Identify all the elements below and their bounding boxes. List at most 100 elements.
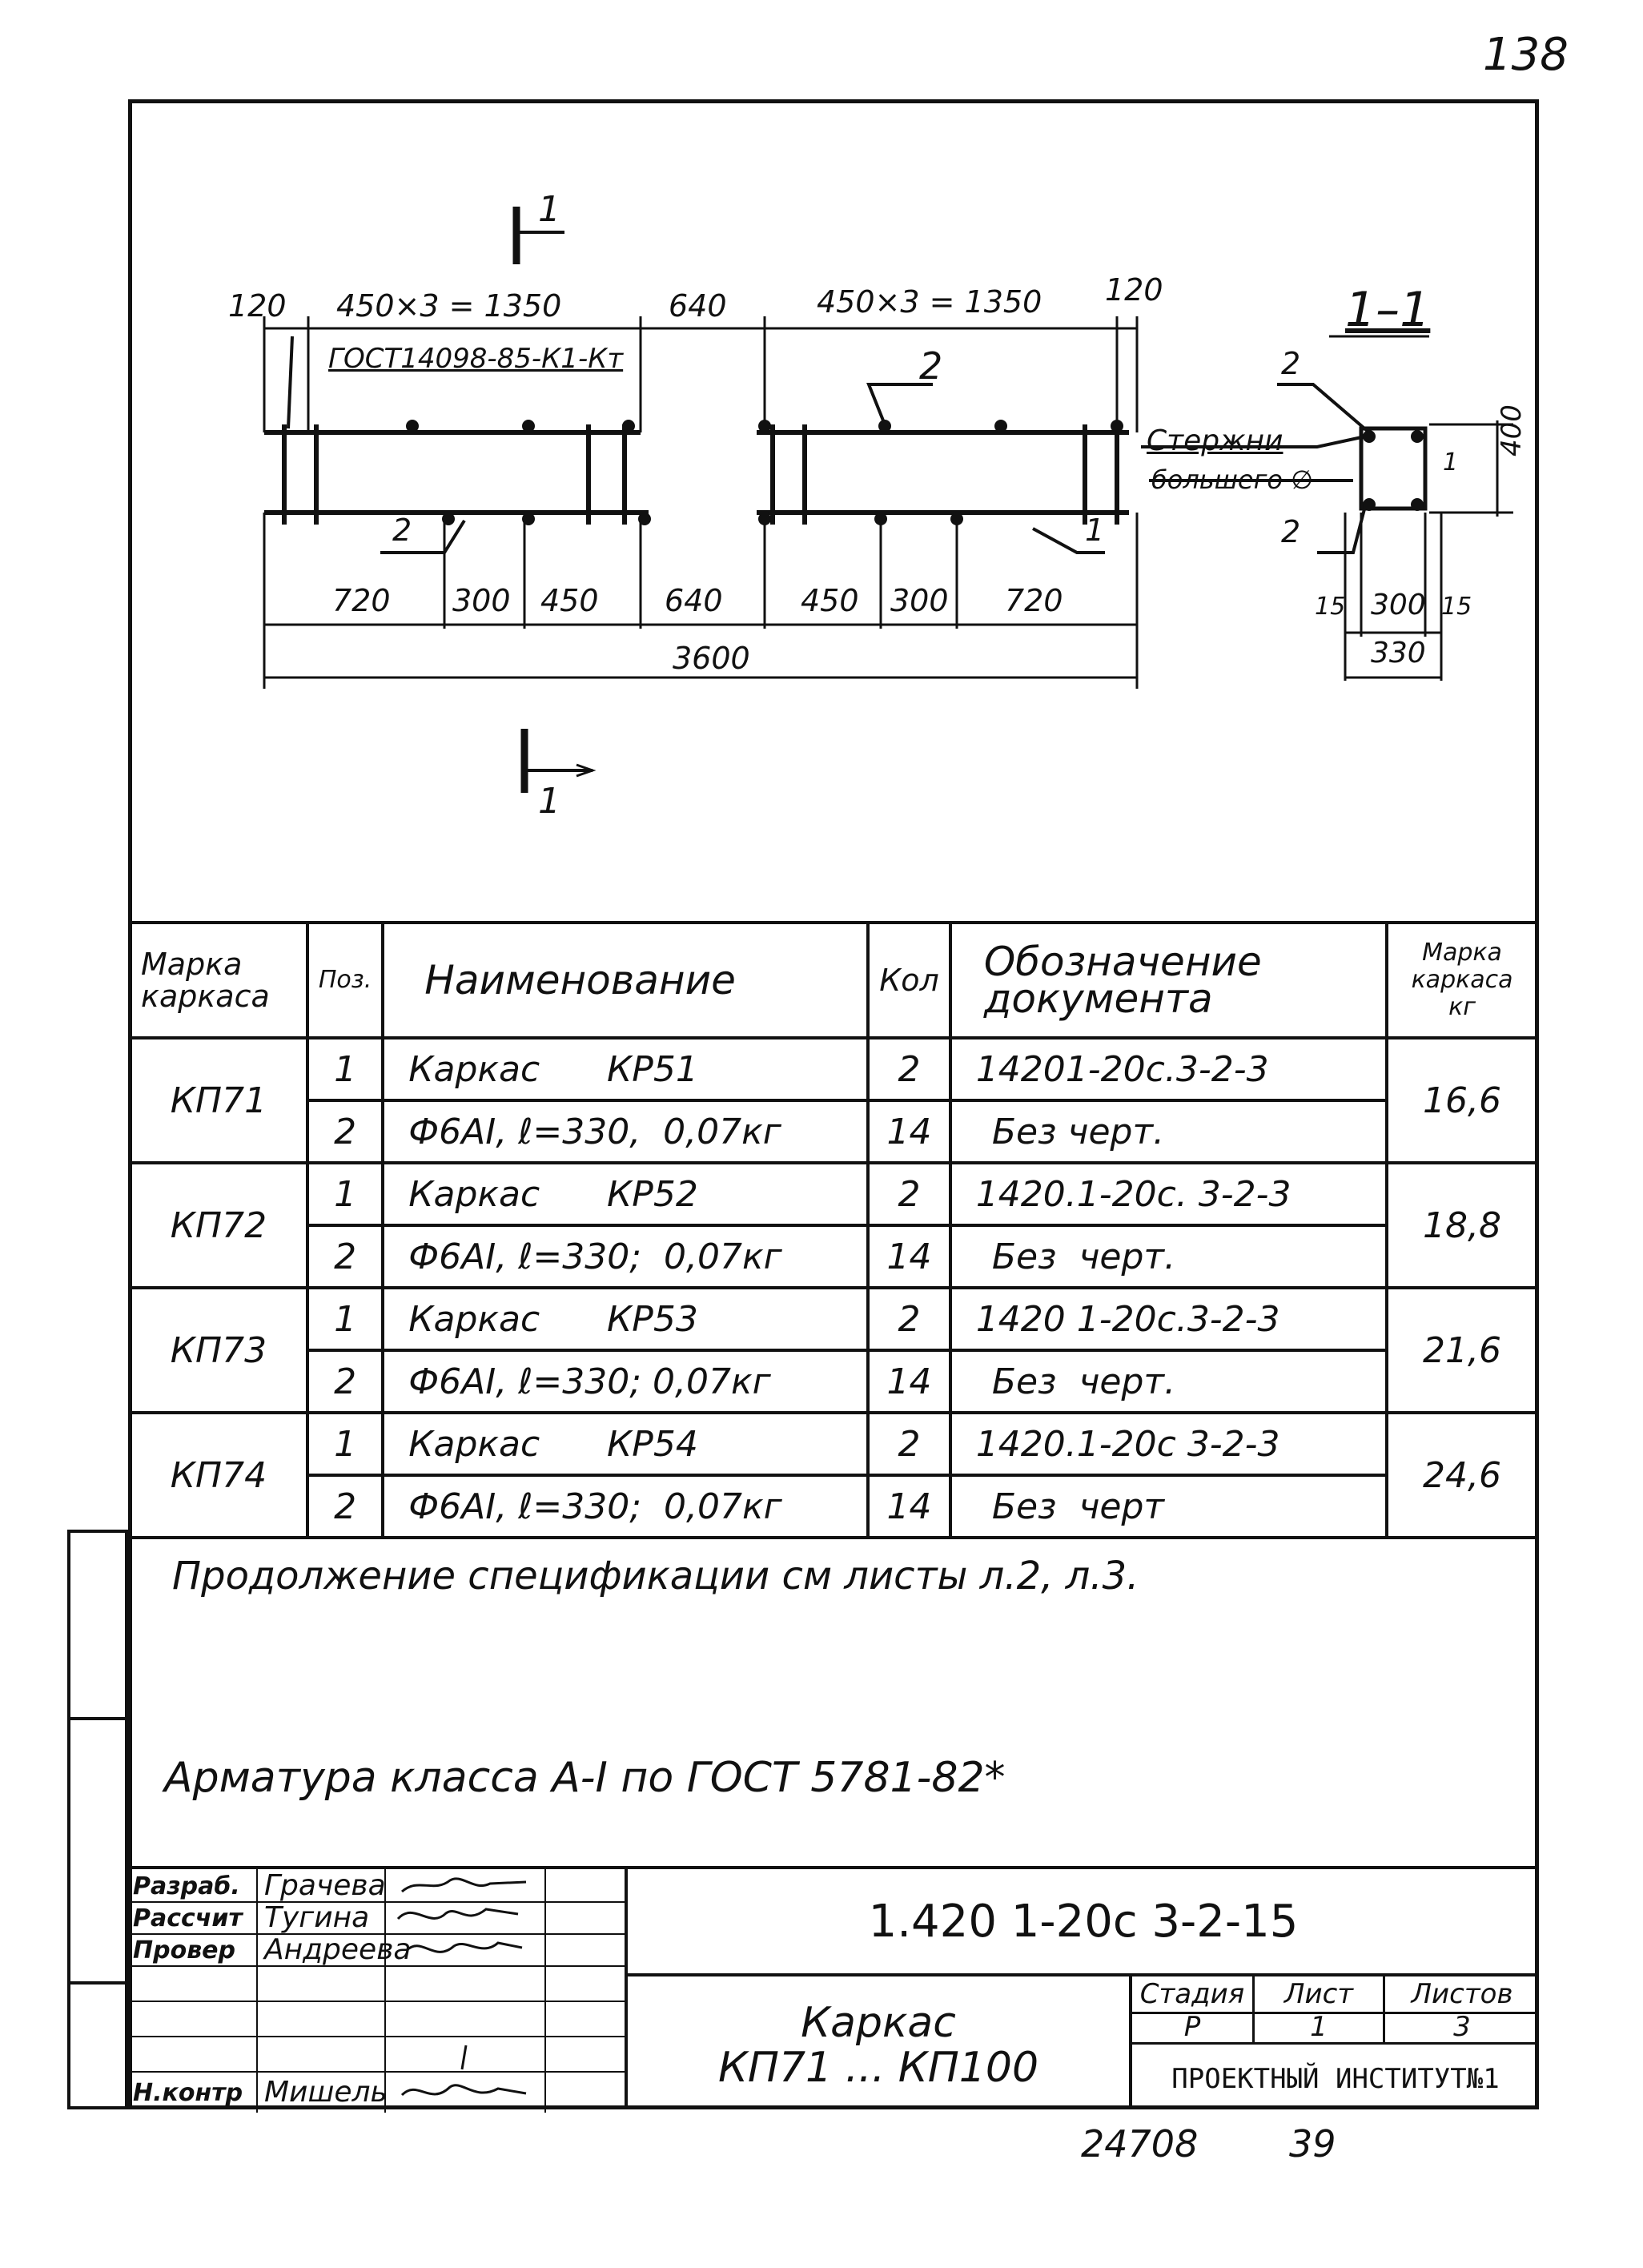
dim-top-2: 450×3 = 1350 bbox=[336, 288, 562, 324]
header-mark: Марка каркаса bbox=[128, 921, 309, 1040]
name-calculator: Тугина bbox=[264, 1901, 370, 1934]
pos-label-bottom-right: 1 bbox=[1085, 513, 1105, 548]
page-number: 39 bbox=[1289, 2122, 1336, 2165]
row-mass: 16,6 bbox=[1385, 1036, 1539, 1164]
row-name: Ф6АI, ℓ=330; 0,07кг bbox=[381, 1349, 870, 1414]
table-row: КП71 1 Каркас КР51 2 14201-20с.3-2-3 16,… bbox=[128, 1036, 1539, 1164]
row-mass: 21,6 bbox=[1385, 1286, 1539, 1414]
role-calculator: Рассчит bbox=[133, 1904, 243, 1932]
table-row: КП73 1 Каркас КР53 2 1420 1-20с.3-2-3 21… bbox=[128, 1286, 1539, 1414]
dim-top-5: 120 bbox=[1105, 272, 1163, 308]
drawing-title: Каркас КП71 ... КП100 bbox=[625, 1973, 1129, 2109]
dim-bottom-1: 720 bbox=[332, 583, 391, 618]
section-label-rods: Стержни bbox=[1147, 424, 1283, 457]
section-title: 1–1 bbox=[1345, 282, 1431, 338]
row-qty: 14 bbox=[866, 1099, 952, 1164]
row-mark: КП72 bbox=[128, 1161, 309, 1289]
binding-strip bbox=[67, 1530, 128, 2109]
row-name: Каркас КР53 bbox=[381, 1286, 870, 1352]
section-height: 400 bbox=[1496, 404, 1528, 456]
section-dim-2: 300 bbox=[1371, 589, 1426, 621]
spec-header-row: Марка каркаса Поз. Наименование Кол Обоз… bbox=[128, 921, 1539, 1040]
header-doc: Обозначение документа bbox=[948, 921, 1389, 1040]
note-armature: Арматура класса А-I по ГОСТ 5781-82* bbox=[164, 1754, 1006, 1802]
header-pos: Поз. bbox=[305, 921, 385, 1040]
spec-table: Марка каркаса Поз. Наименование Кол Обоз… bbox=[128, 921, 1539, 1539]
dim-bottom-6: 300 bbox=[890, 583, 949, 618]
row-mass: 18,8 bbox=[1385, 1161, 1539, 1289]
dim-total-length: 3600 bbox=[673, 641, 750, 676]
section-width: 330 bbox=[1371, 637, 1426, 670]
stage-block: Стадия Лист Листов Р 1 3 ПРОЕКТНЫЙ ИНСТИ… bbox=[1129, 1973, 1539, 2109]
row-doc: 1420.1-20с 3-2-3 bbox=[948, 1411, 1389, 1477]
sheet-value: 1 bbox=[1255, 2011, 1385, 2043]
section-pos-1: 1 bbox=[1443, 448, 1459, 477]
header-mass: Марка каркаса кг bbox=[1385, 921, 1539, 1040]
row-pos: 2 bbox=[305, 1349, 385, 1414]
row-qty: 14 bbox=[866, 1474, 952, 1539]
sheets-value: 3 bbox=[1453, 2011, 1471, 2043]
inventory-number: 24708 bbox=[1081, 2122, 1199, 2165]
row-pos: 1 bbox=[305, 1161, 385, 1227]
row-pos: 1 bbox=[305, 1411, 385, 1477]
dim-bottom-5: 450 bbox=[801, 583, 859, 618]
row-mass: 24,6 bbox=[1385, 1411, 1539, 1539]
section-dim-1: 15 bbox=[1315, 593, 1346, 621]
row-pos: 1 bbox=[305, 1036, 385, 1102]
row-name: Ф6АI, ℓ=330; 0,07кг bbox=[381, 1474, 870, 1539]
row-pos: 2 bbox=[305, 1099, 385, 1164]
row-doc: Без черт. bbox=[948, 1224, 1389, 1289]
row-mark: КП73 bbox=[128, 1286, 309, 1414]
gost-label: ГОСТ14098-85-К1-Кт bbox=[328, 343, 624, 375]
row-name: Ф6АI, ℓ=330, 0,07кг bbox=[381, 1099, 870, 1164]
organization: ПРОЕКТНЫЙ ИНСТИТУТ№1 bbox=[1171, 2063, 1500, 2095]
title-block: Разраб. Рассчит Провер Н.контр Грачева Т… bbox=[128, 1866, 1539, 2113]
dim-top-3: 640 bbox=[669, 288, 727, 324]
sheets-header: Листов bbox=[1411, 1978, 1513, 2010]
dim-bottom-7: 720 bbox=[1005, 583, 1063, 618]
row-qty: 2 bbox=[866, 1411, 952, 1477]
row-pos: 2 bbox=[305, 1474, 385, 1539]
section-mark-top: 1 bbox=[538, 189, 560, 230]
row-doc: 1420 1-20с.3-2-3 bbox=[948, 1286, 1389, 1352]
row-doc: Без черт. bbox=[948, 1349, 1389, 1414]
sheet-corner-number: 138 bbox=[1483, 29, 1569, 81]
table-row: 2 Ф6АI, ℓ=330; 0,07кг 14 Без черт. bbox=[130, 1224, 1537, 1289]
note-continuation: Продолжение спецификации см листы л.2, л… bbox=[172, 1554, 1139, 1598]
name-norm-control: Мишель bbox=[264, 2076, 388, 2109]
table-row: 2 Ф6АI, ℓ=330; 0,07кг 14 Без черт. bbox=[130, 1349, 1537, 1414]
row-qty: 2 bbox=[866, 1036, 952, 1102]
dim-bottom-3: 450 bbox=[540, 583, 599, 618]
dim-bottom-2: 300 bbox=[452, 583, 511, 618]
section-mark-bottom: 1 bbox=[538, 781, 560, 822]
row-name: Каркас КР52 bbox=[381, 1161, 870, 1227]
row-qty: 2 bbox=[866, 1161, 952, 1227]
sheet-header: Лист bbox=[1255, 1976, 1385, 2012]
row-doc: Без черт bbox=[948, 1474, 1389, 1539]
dim-top-1: 120 bbox=[228, 288, 287, 324]
title-line-1: Каркас bbox=[801, 1999, 956, 2047]
row-name: Ф6АI, ℓ=330; 0,07кг bbox=[381, 1224, 870, 1289]
dim-top-4: 450×3 = 1350 bbox=[817, 284, 1042, 320]
table-row: КП74 1 Каркас КР54 2 1420.1-20с 3-2-3 24… bbox=[128, 1411, 1539, 1539]
row-name: Каркас КР51 bbox=[381, 1036, 870, 1102]
row-doc: 14201-20с.3-2-3 bbox=[948, 1036, 1389, 1102]
pos-label-top: 2 bbox=[919, 344, 943, 388]
row-name: Каркас КР54 bbox=[381, 1411, 870, 1477]
row-pos: 1 bbox=[305, 1286, 385, 1352]
section-label-dia: большего ∅ bbox=[1151, 464, 1314, 495]
stage-value: Р bbox=[1132, 2011, 1255, 2043]
header-name: Наименование bbox=[381, 921, 870, 1040]
role-norm-control: Н.контр bbox=[133, 2079, 243, 2107]
pos-label-bottom-left: 2 bbox=[392, 513, 412, 548]
table-row: КП72 1 Каркас КР52 2 1420.1-20с. 3-2-3 1… bbox=[128, 1161, 1539, 1289]
row-qty: 2 bbox=[866, 1286, 952, 1352]
cage-elevation-drawing bbox=[263, 207, 1513, 793]
row-pos: 2 bbox=[305, 1224, 385, 1289]
name-developer: Грачева bbox=[264, 1869, 386, 1902]
row-doc: 1420.1-20с. 3-2-3 bbox=[948, 1161, 1389, 1227]
name-checker: Андреева bbox=[264, 1933, 412, 1966]
title-line-2: КП71 ... КП100 bbox=[717, 2044, 1039, 2092]
header-qty: Кол bbox=[866, 921, 952, 1040]
dim-bottom-4: 640 bbox=[665, 583, 723, 618]
